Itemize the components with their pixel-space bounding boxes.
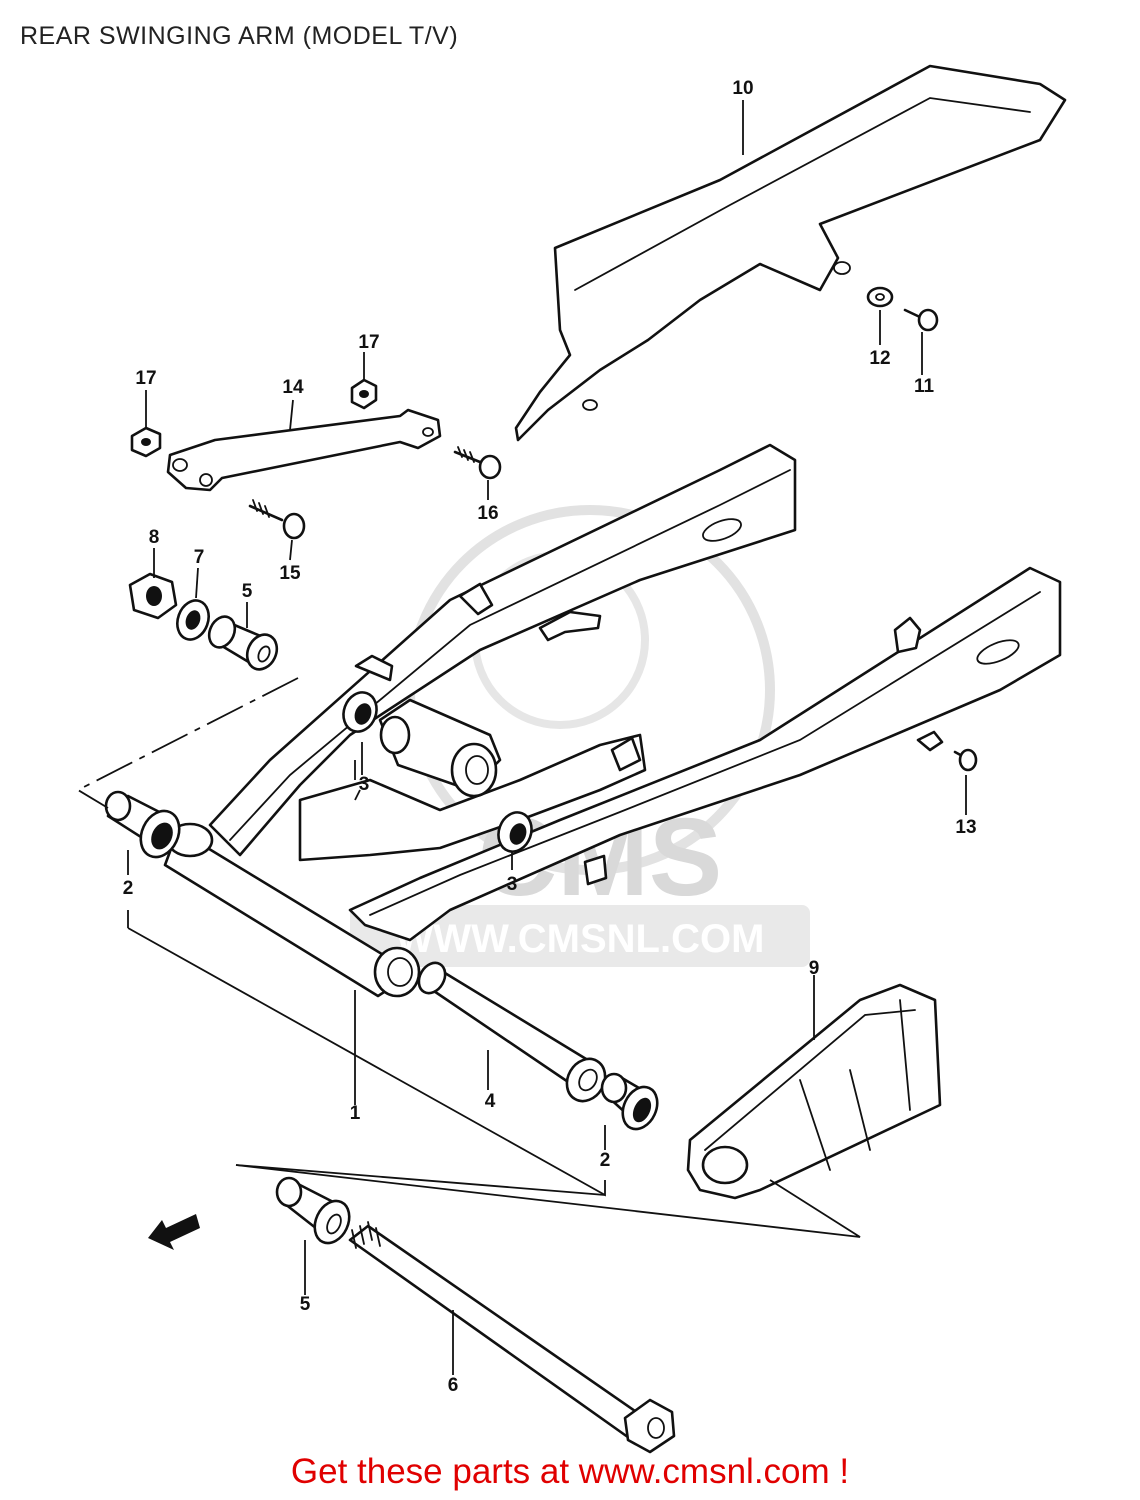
part-spacer-5-lower: [275, 1176, 351, 1245]
callout-16: 16: [477, 503, 498, 524]
part-washer-7: [176, 599, 210, 641]
part-nut-17-right: [350, 378, 378, 410]
watermark-url-plate: [350, 905, 810, 967]
footer-link-text: Get these parts at www.cmsnl.com !: [290, 1452, 850, 1491]
part-bolt-11: [903, 308, 939, 332]
callout-4: 4: [485, 1091, 496, 1112]
callout-9: 9: [809, 958, 820, 979]
part-bearing-2-left: [104, 790, 181, 859]
part-chain-case: [514, 64, 1067, 442]
part-nut-17-left: [130, 426, 162, 458]
part-sleeve-4: [417, 961, 607, 1103]
callout-7: 7: [194, 547, 205, 568]
callout-5-lower: 5: [300, 1294, 311, 1315]
callout-5-upper: 5: [242, 581, 253, 602]
leader-lines: [127, 100, 967, 1375]
part-washer-12: [866, 286, 894, 308]
front-arrow-icon: [148, 1214, 200, 1250]
callout-2-right: 2: [600, 1150, 611, 1171]
callout-12: 12: [869, 348, 890, 369]
callout-2-left: 2: [123, 878, 134, 899]
part-chain-guide-9: [686, 983, 942, 1200]
part-torque-link-14: [166, 408, 442, 492]
callout-10: 10: [732, 78, 753, 99]
callout-17-left: 17: [135, 368, 156, 389]
part-bushing-3-upper: [342, 691, 378, 733]
callout-13: 13: [955, 817, 976, 838]
callout-3-lower: 3: [507, 874, 518, 895]
callout-8: 8: [149, 527, 160, 548]
callout-6: 6: [448, 1375, 459, 1396]
callout-14: 14: [282, 377, 304, 398]
callout-1: 1: [350, 1103, 361, 1124]
callout-3-upper: 3: [359, 774, 370, 795]
callout-15: 15: [279, 563, 301, 584]
part-bearing-2-right: [600, 1072, 659, 1131]
part-swing-arm-1: [163, 443, 1062, 998]
part-spacer-5-upper: [207, 615, 279, 671]
assembly-lines: [76, 677, 861, 1238]
part-pivot-shaft-6: [348, 1221, 676, 1454]
diagram-title: REAR SWINGING ARM (MODEL T/V): [20, 22, 459, 50]
callout-labels: 10 12 11 17 17 14 16 15 8 7 5 3 3 2 1 4 …: [123, 78, 977, 1396]
part-bolt-13: [953, 748, 978, 772]
part-bolt-15: [248, 499, 306, 540]
part-nut-8: [128, 572, 178, 620]
callout-17-right: 17: [358, 332, 379, 353]
part-bushing-3-lower: [497, 811, 533, 853]
callout-11: 11: [914, 376, 935, 397]
part-bolt-16: [453, 446, 502, 480]
watermark-url: WWW.CMSNL.COM: [396, 917, 765, 961]
